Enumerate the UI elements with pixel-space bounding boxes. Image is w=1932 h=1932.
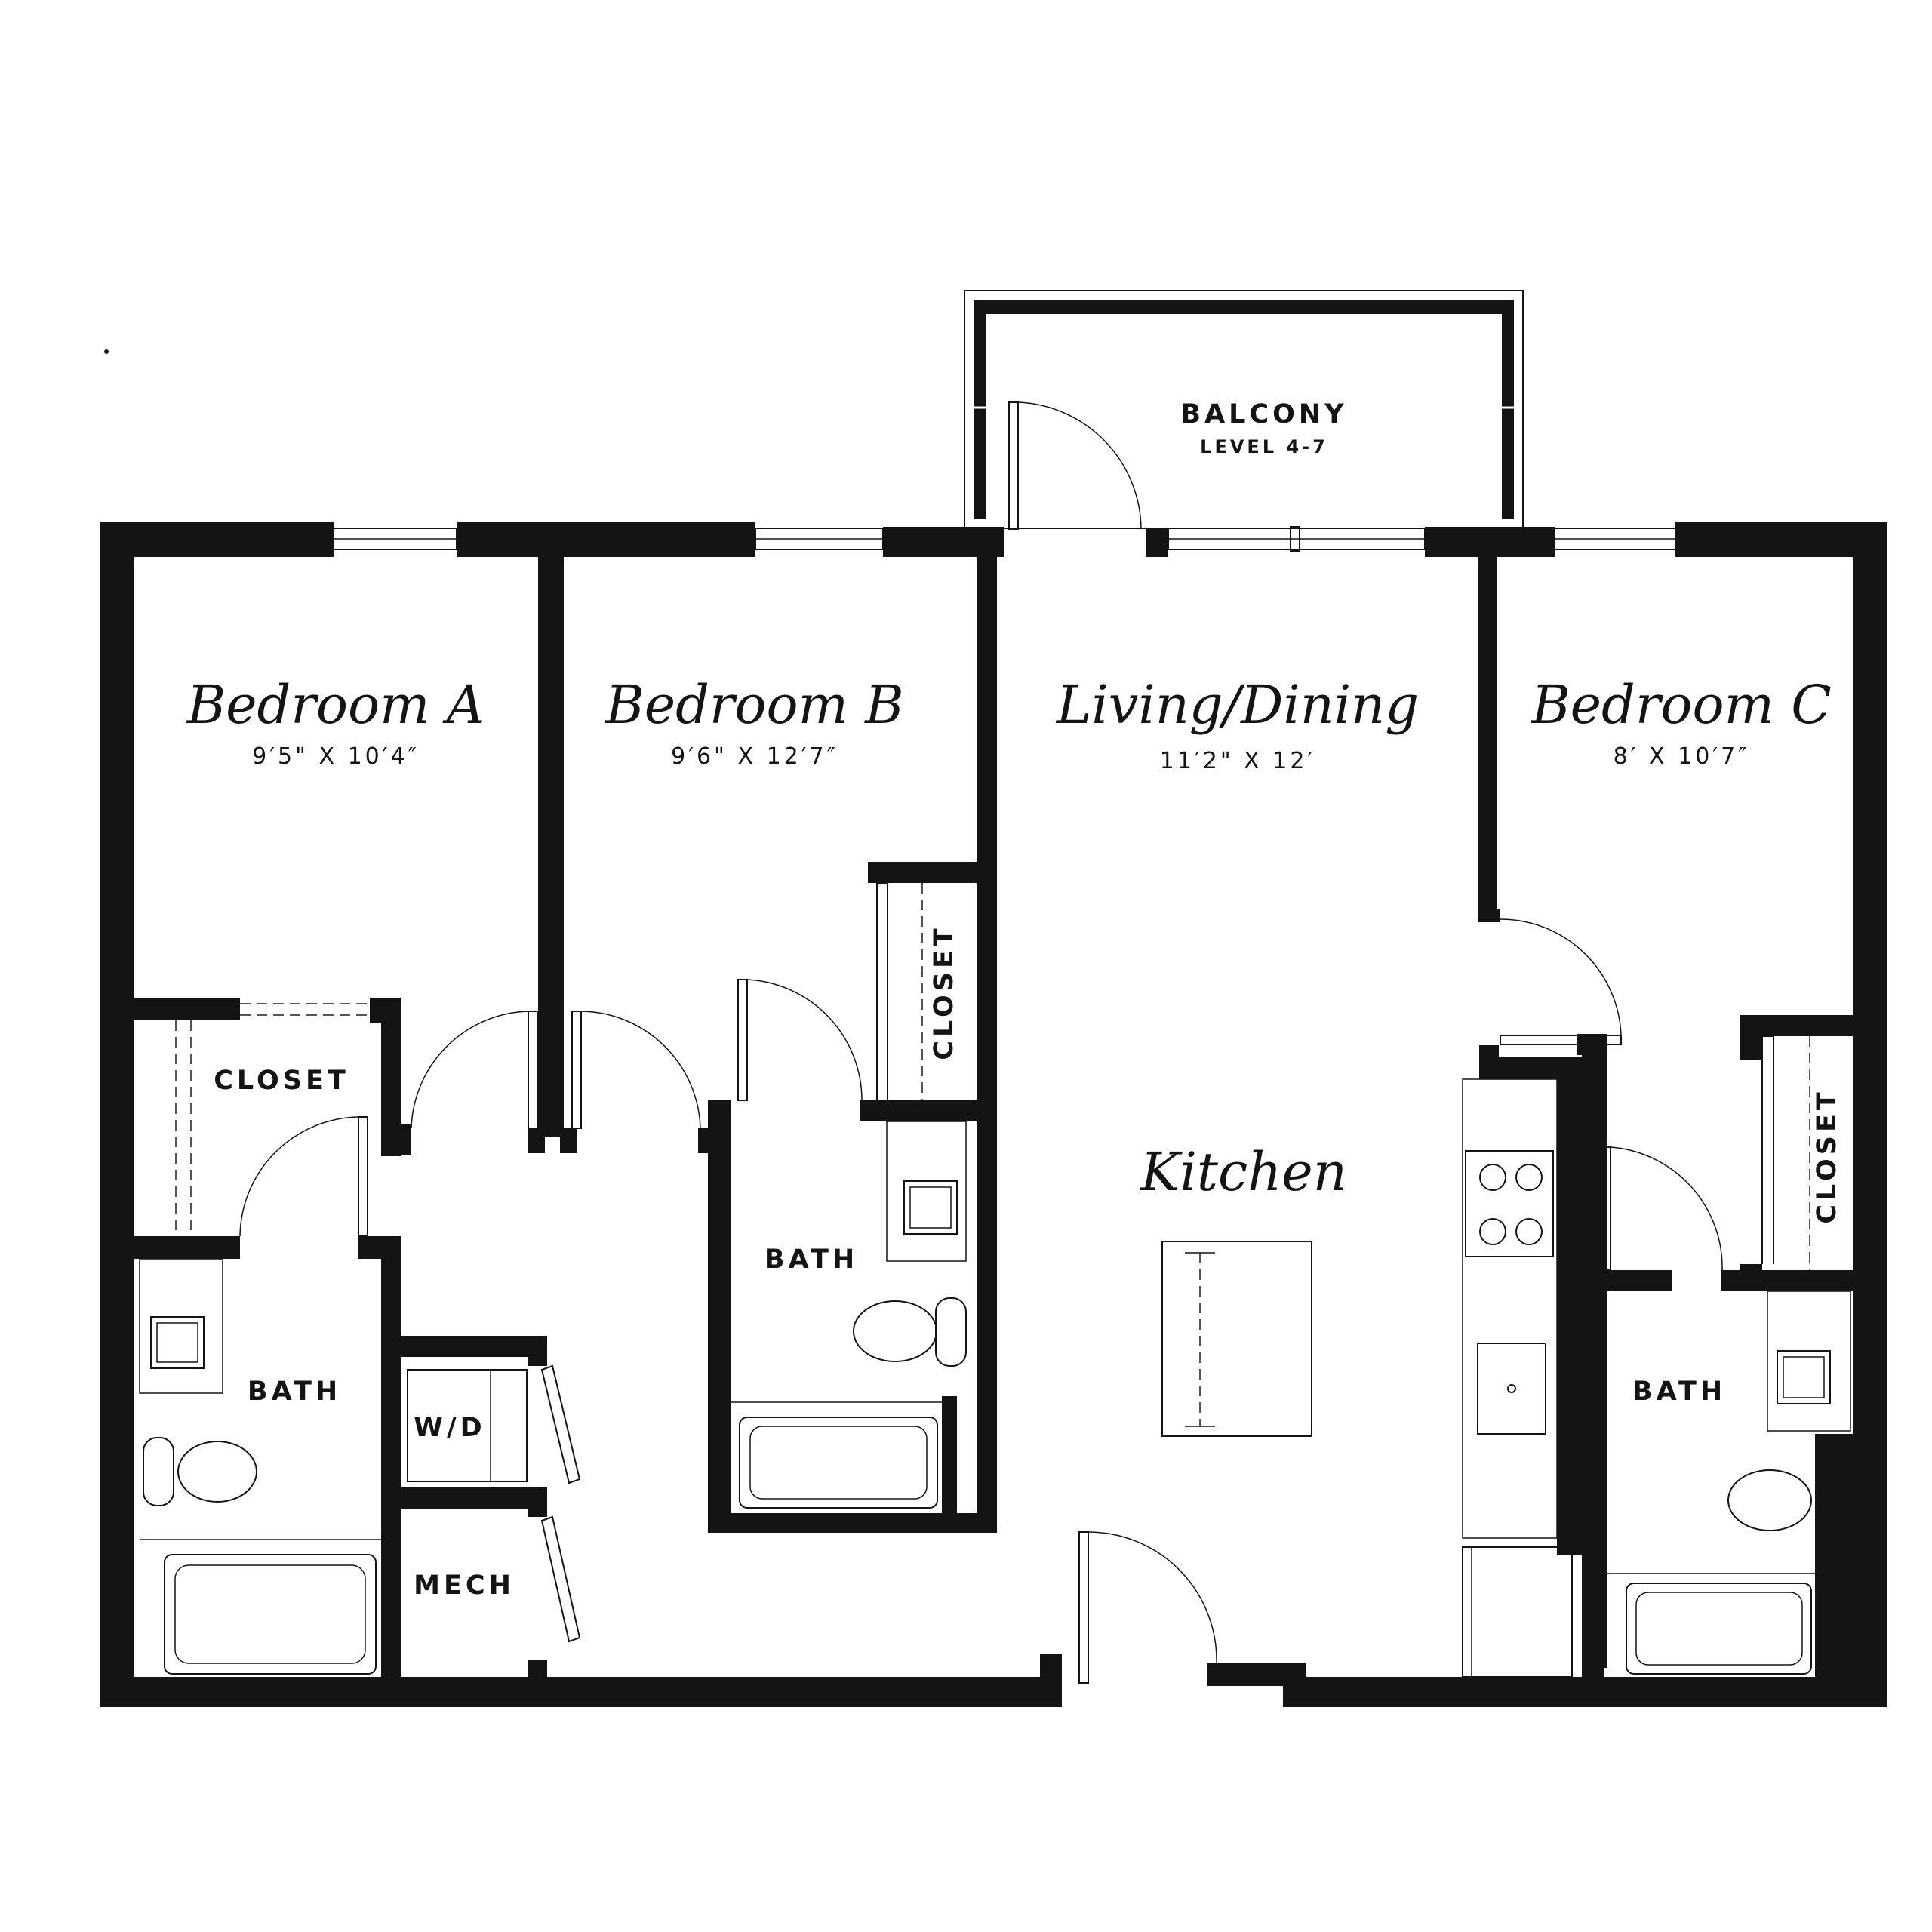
doors	[175, 882, 1810, 1643]
interior-walls	[134, 557, 1887, 1690]
fridge	[1462, 1546, 1573, 1678]
mech-label: MECH	[414, 1571, 515, 1601]
kitchen-island	[1161, 1241, 1312, 1437]
bath-b-label: BATH	[764, 1244, 858, 1275]
stray-dot	[104, 349, 109, 354]
toilet-tank-bath-a	[143, 1437, 174, 1506]
balcony-level-label: LEVEL 4-7	[1200, 436, 1328, 457]
cooktop	[1465, 1150, 1554, 1257]
bedroom-c-name: Bedroom C	[1530, 674, 1832, 736]
bedroom-c-dims: 8′ X 10′7″	[1614, 743, 1750, 770]
kitchen-name: Kitchen	[1139, 1141, 1347, 1203]
toilet-bowl-bath-b	[853, 1300, 937, 1362]
tub-bath-c	[1626, 1583, 1812, 1675]
tub-bath-a	[164, 1554, 377, 1675]
labels: BALCONY LEVEL 4-7 Bedroom A 9′5" X 10′4″…	[186, 399, 1842, 1601]
toilet-tank-bath-b	[935, 1297, 967, 1367]
balcony	[964, 290, 1524, 530]
bedroom-b-name: Bedroom B	[604, 674, 904, 736]
wd-label: W/D	[414, 1413, 485, 1443]
tub-bath-b	[739, 1417, 938, 1509]
toilet-bowl-bath-a	[177, 1441, 257, 1503]
sink-bath-b	[903, 1180, 958, 1235]
toilet-bowl-bath-c	[1727, 1469, 1812, 1531]
living-dining-name: Living/Dining	[1055, 674, 1419, 736]
sink-bath-c	[1777, 1350, 1831, 1404]
bath-a-label: BATH	[248, 1377, 341, 1407]
sink-bath-a	[150, 1316, 205, 1369]
living-dining-dims: 11′2" X 12′	[1160, 748, 1315, 774]
fixtures	[139, 1057, 1851, 1678]
kitchen-sink	[1477, 1343, 1546, 1435]
balcony-label: BALCONY	[1180, 399, 1347, 429]
closet-b-label: CLOSET	[929, 924, 959, 1060]
toilet-tank-bath-c	[1818, 1467, 1850, 1537]
bedroom-b-dims: 9′6" X 12′7″	[671, 743, 838, 770]
bedroom-a-name: Bedroom A	[186, 674, 485, 736]
bedroom-a-dims: 9′5" X 10′4″	[252, 743, 420, 770]
washer-dryer	[407, 1369, 528, 1482]
bath-c-label: BATH	[1632, 1377, 1726, 1407]
closet-c-label: CLOSET	[1812, 1088, 1842, 1224]
closet-a-label: CLOSET	[214, 1066, 349, 1096]
exterior-walls	[100, 522, 1887, 1707]
